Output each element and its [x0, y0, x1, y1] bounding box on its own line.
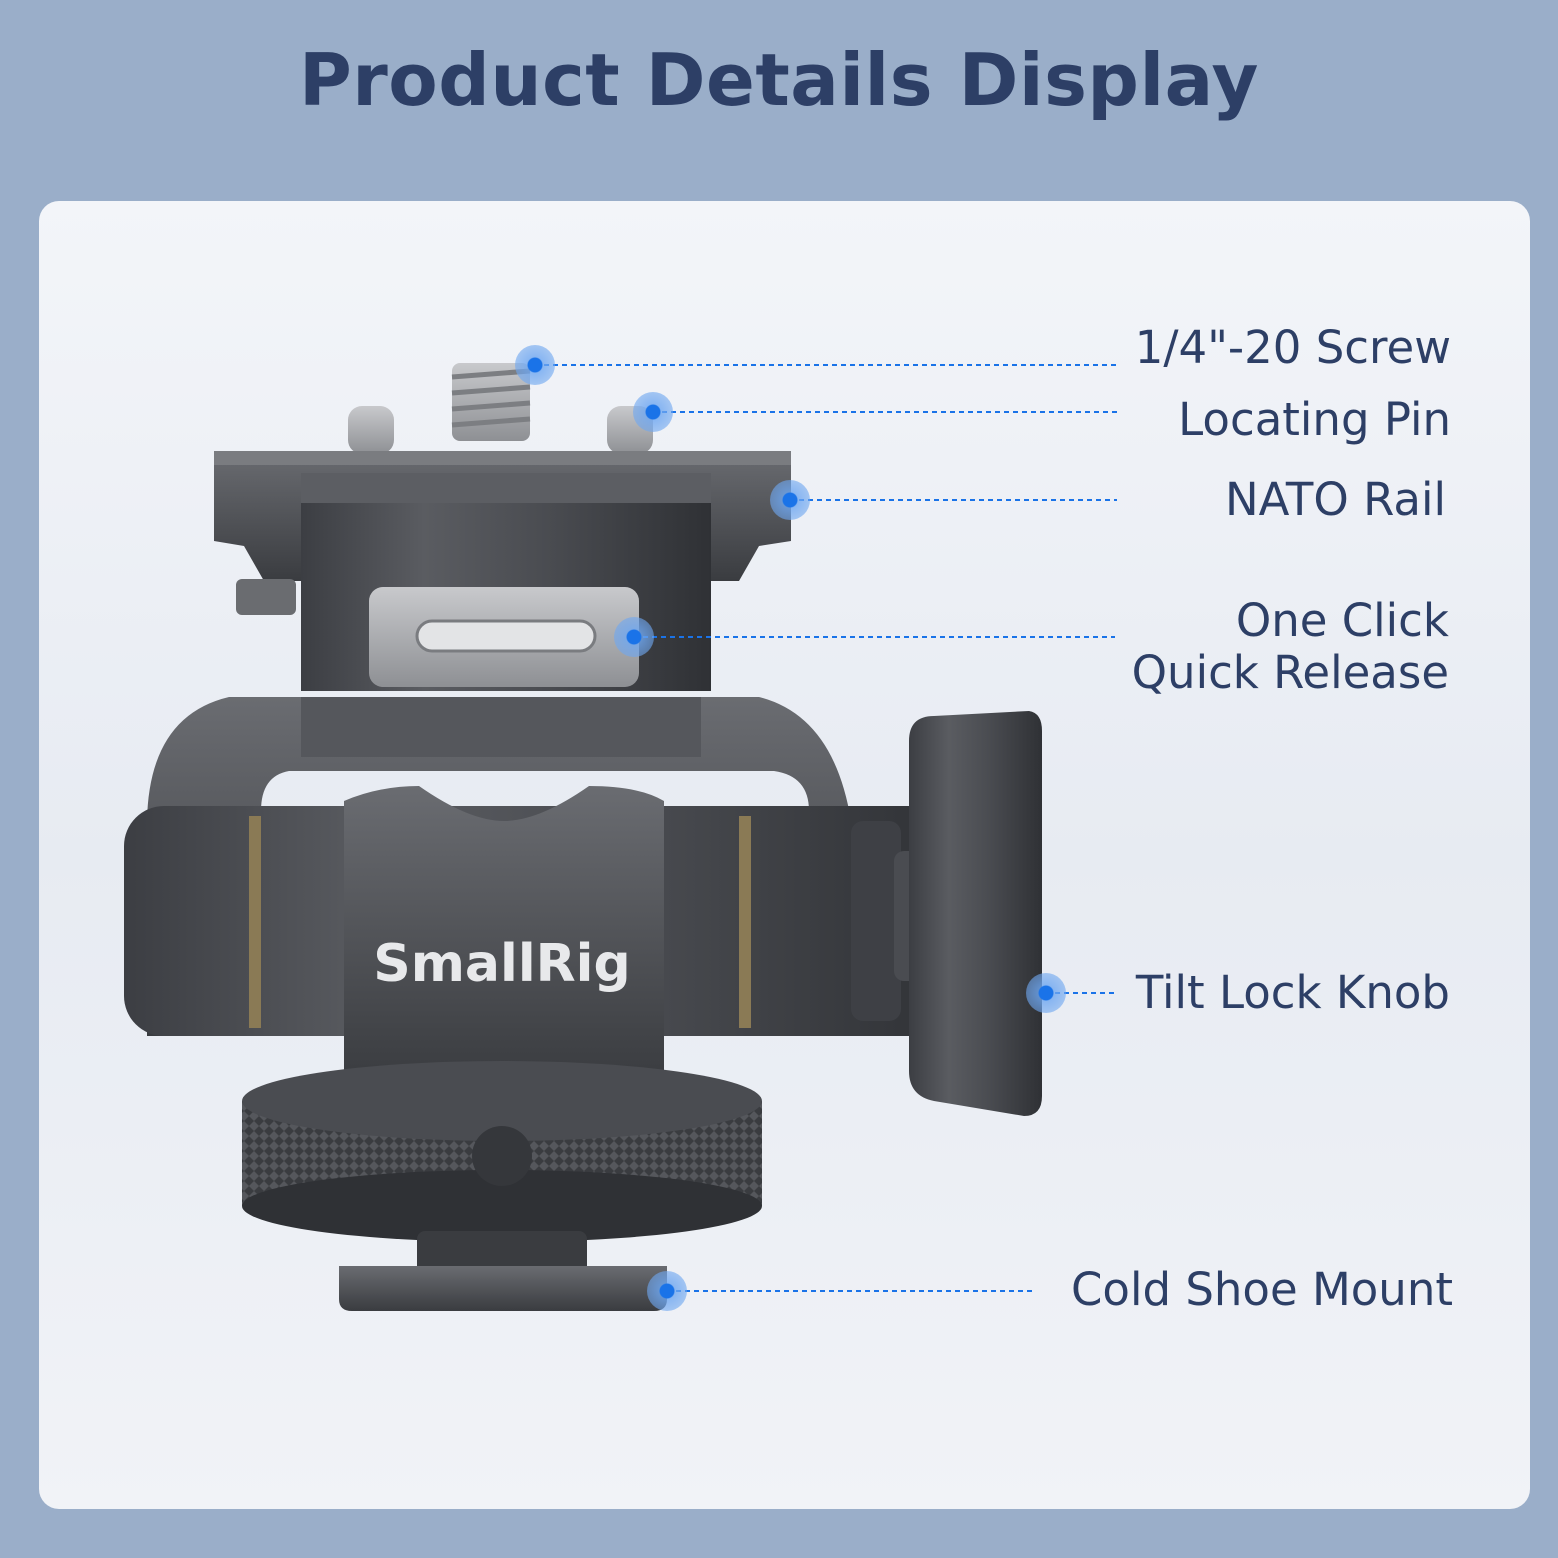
page-title: Product Details Display	[299, 38, 1259, 122]
brand-logo: SmallRig	[373, 934, 630, 994]
callout-dot-pin	[633, 392, 673, 432]
product-card: SmallRig	[39, 201, 1530, 1509]
callout-dot-screw	[515, 345, 555, 385]
screw-icon	[451, 363, 531, 441]
callout-label-release-line1: One Click	[1235, 594, 1449, 647]
callout-dot-shoe	[647, 1271, 687, 1311]
monitor-mount-illustration: SmallRig	[124, 345, 1117, 1311]
callout-label-release-line2: Quick Release	[1131, 646, 1449, 699]
center-block	[344, 786, 664, 1081]
callout-label-screw: 1/4"-20 Screw	[1134, 321, 1451, 374]
cold-shoe-foot	[339, 1231, 667, 1311]
quick-release-block	[301, 473, 711, 691]
callout-dot-knob	[1026, 973, 1066, 1013]
tilt-lock-knob	[851, 711, 1042, 1116]
callout-label-knob: Tilt Lock Knob	[1135, 966, 1450, 1019]
callout-label-release: One Click Quick Release	[1089, 595, 1449, 699]
callout-label-shoe: Cold Shoe Mount	[1071, 1263, 1453, 1316]
callout-label-pin: Locating Pin	[1178, 393, 1451, 446]
knurled-lock-ring	[242, 1061, 762, 1242]
callout-label-nato: NATO Rail	[1224, 473, 1446, 526]
callout-dot-release	[614, 617, 654, 657]
callout-dot-nato	[770, 480, 810, 520]
